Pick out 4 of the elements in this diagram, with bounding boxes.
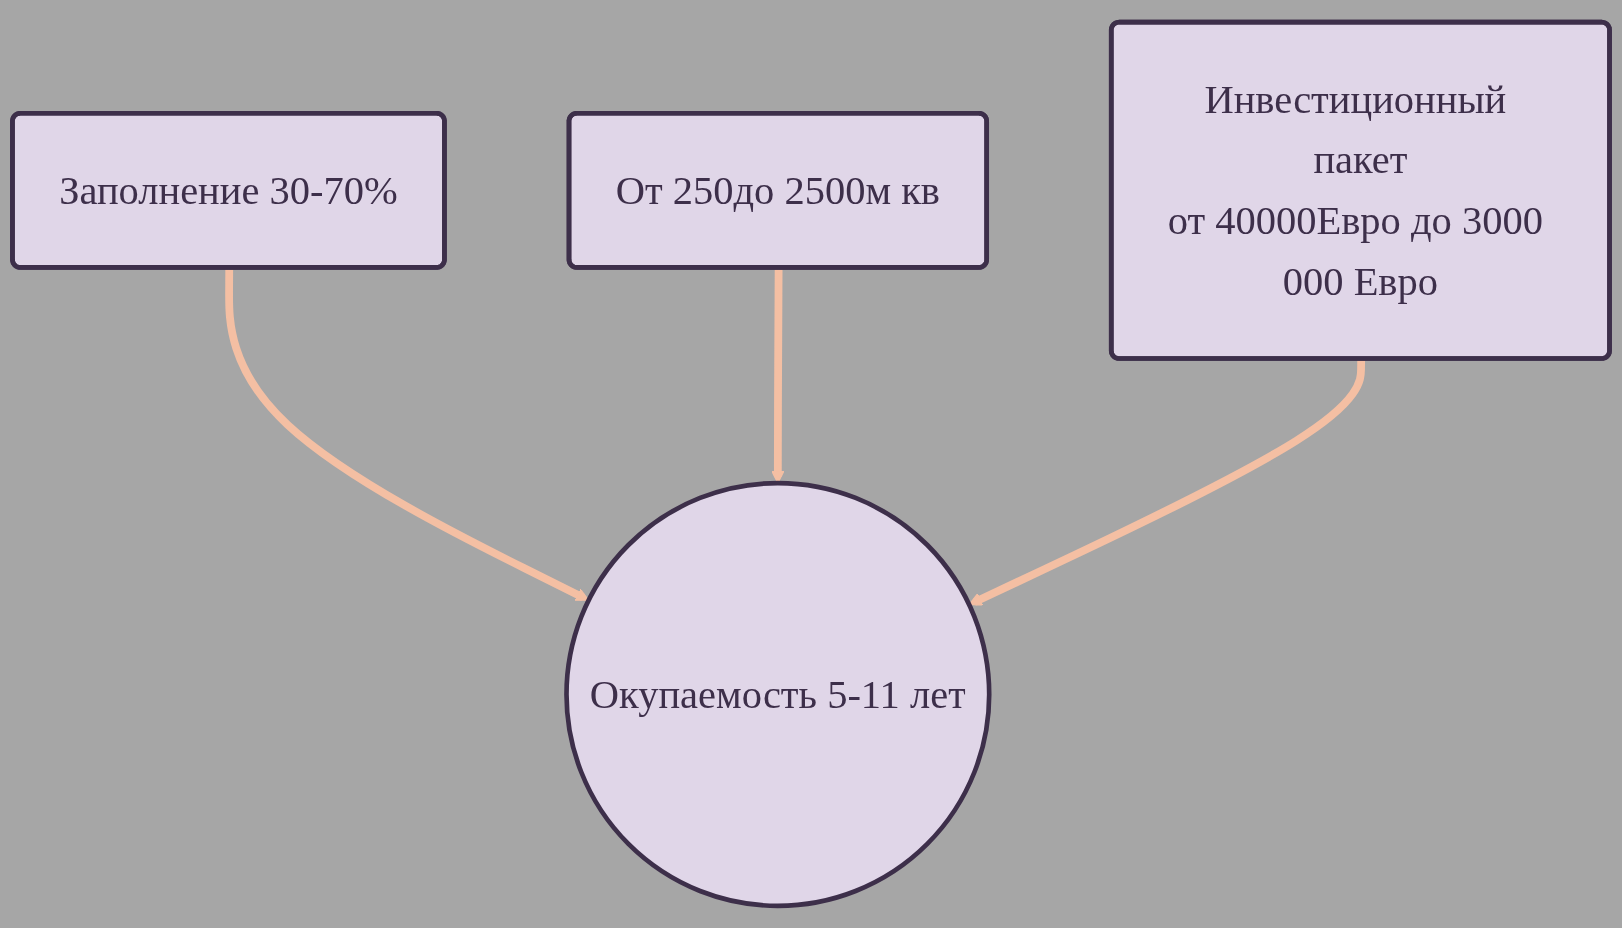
arrow [225,268,590,601]
node-circle: Окупаемость 5-11 лет [564,480,992,909]
arrow [968,359,1366,606]
arrow [771,268,785,484]
